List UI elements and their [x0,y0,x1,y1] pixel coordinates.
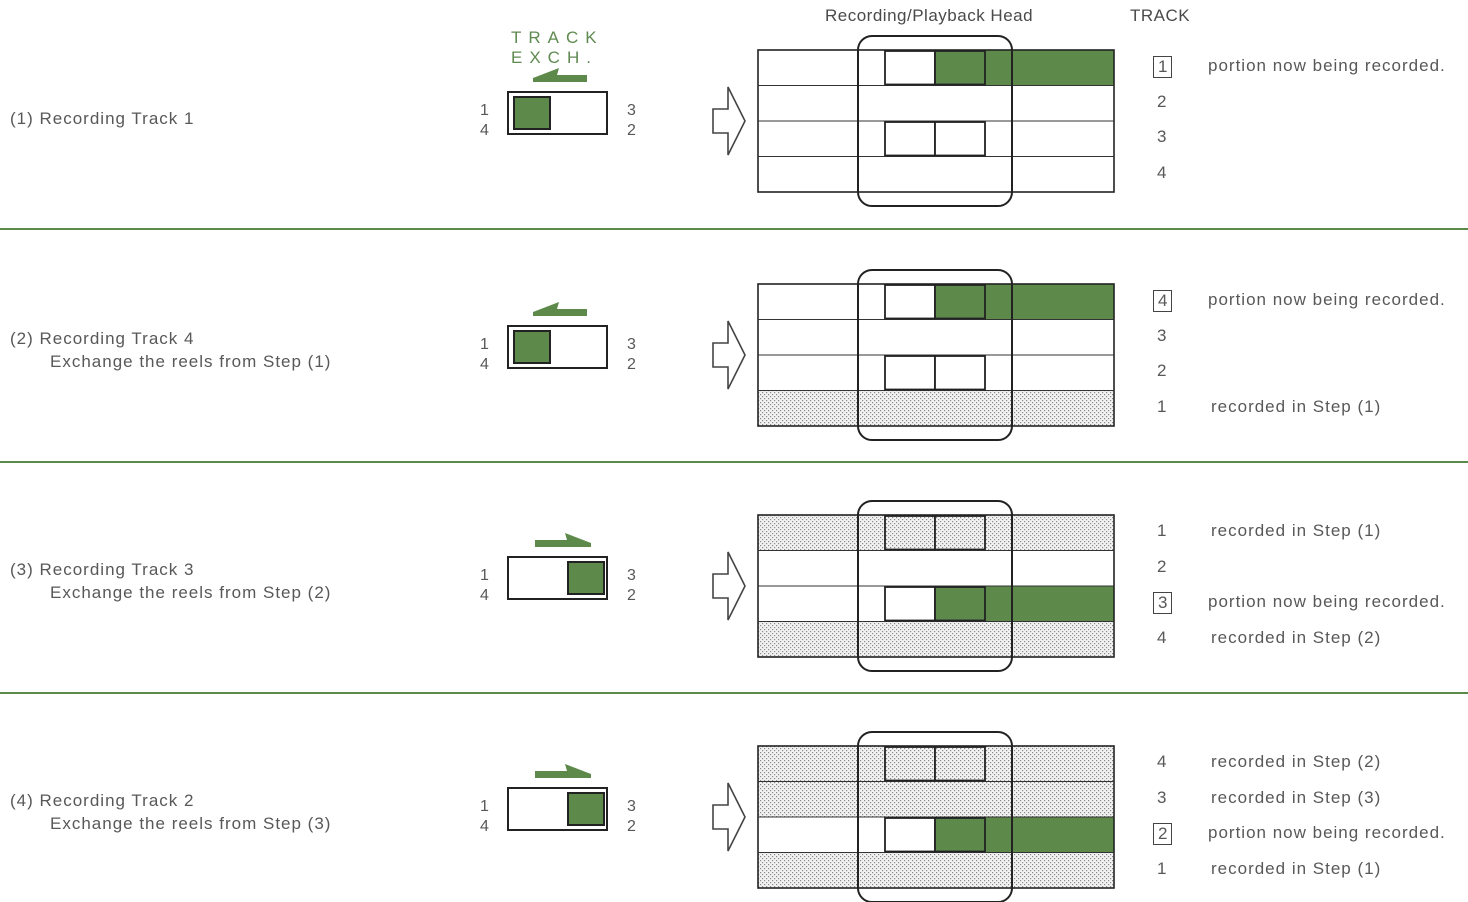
track-number: 4 [1157,752,1167,771]
track-number: 3 [1157,127,1167,146]
track-exch-line2: EXCH. [511,48,598,67]
switch-num-right-bottom: 2 [627,122,636,139]
switch-num-left-bottom: 4 [480,587,489,604]
step-subtitle: Exchange the reels from Step (2) [50,583,332,602]
arrow-right-icon [535,764,591,778]
tape-track-recorded [758,390,1114,426]
switch-knob [513,96,551,130]
switch-num-right-top: 3 [627,336,636,353]
arrow-left-icon [533,302,587,316]
arrow-right-icon [535,533,591,547]
track-number: 4 [1157,162,1167,182]
hollow-arrow-icon [712,86,746,156]
switch-num-right-top: 3 [627,102,636,119]
section-divider [0,461,1468,463]
track-legend-text: recorded in Step (3) [1211,787,1382,807]
track-legend-text: recorded in Step (2) [1211,752,1382,771]
switch-num-left-top: 1 [480,102,489,119]
step-subtitle: Exchange the reels from Step (1) [50,352,332,371]
track-number: 2 [1157,361,1167,380]
tape-diagram [757,35,1115,207]
recording-head [857,500,1013,672]
track-number: 2 [1153,823,1173,845]
step-title: (4) Recording Track 2 [10,791,195,810]
track-exch-label: TRACK EXCH. [511,28,604,68]
track-number: 4 [1153,290,1173,312]
switch-num-left-top: 1 [480,567,489,584]
recording-head [857,269,1013,441]
track-column-label: TRACK [1130,6,1191,25]
switch-num-right-top: 3 [627,798,636,815]
switch-knob [567,561,605,595]
switch-knob [567,792,605,826]
track-legend-text: recorded in Step (1) [1211,396,1382,416]
switch-num-right-top: 3 [627,567,636,584]
track-number: 3 [1157,325,1167,345]
track-number: 2 [1157,556,1167,576]
recording-head [857,731,1013,902]
track-number: 1 [1153,56,1173,78]
track-legend-text: recorded in Step (1) [1211,858,1382,878]
hollow-arrow-icon [712,320,746,390]
tape-diagram [757,269,1115,441]
track-legend-text: portion now being recorded. [1208,56,1446,75]
step-title: (3) Recording Track 3 [10,560,195,579]
tape-track-recorded [758,781,1114,817]
track-number: 1 [1157,521,1167,540]
switch-knob [513,330,551,364]
tape-diagram [757,500,1115,672]
track-exch-line1: TRACK [511,28,604,47]
switch-num-left-bottom: 4 [480,356,489,373]
switch-num-right-bottom: 2 [627,818,636,835]
recording-head [857,35,1013,207]
switch-num-left-bottom: 4 [480,122,489,139]
hollow-arrow-icon [712,551,746,621]
tape-diagram [757,731,1115,902]
arrow-left-icon [533,68,587,82]
head-label: Recording/Playback Head [825,6,1034,25]
track-legend-text: recorded in Step (2) [1211,627,1382,647]
track-legend-text: recorded in Step (1) [1211,521,1382,540]
switch-num-left-top: 1 [480,798,489,815]
track-number: 4 [1157,627,1167,647]
step-title: (1) Recording Track 1 [10,109,195,128]
switch-num-left-bottom: 4 [480,818,489,835]
step-title: (2) Recording Track 4 [10,329,195,348]
track-number: 3 [1157,787,1167,807]
track-number: 1 [1157,858,1167,878]
switch-num-right-bottom: 2 [627,356,636,373]
track-number: 1 [1157,396,1167,416]
track-legend-text: portion now being recorded. [1208,823,1446,842]
step-subtitle: Exchange the reels from Step (3) [50,814,332,833]
switch-num-left-top: 1 [480,336,489,353]
section-divider [0,692,1468,694]
tape-track-recorded [758,621,1114,657]
tape-track-recorded [758,852,1114,888]
switch-num-right-bottom: 2 [627,587,636,604]
track-legend-text: portion now being recorded. [1208,290,1446,309]
track-legend-text: portion now being recorded. [1208,592,1446,611]
track-number: 3 [1153,592,1173,614]
track-number: 2 [1157,91,1167,111]
section-divider [0,228,1468,230]
hollow-arrow-icon [712,782,746,852]
